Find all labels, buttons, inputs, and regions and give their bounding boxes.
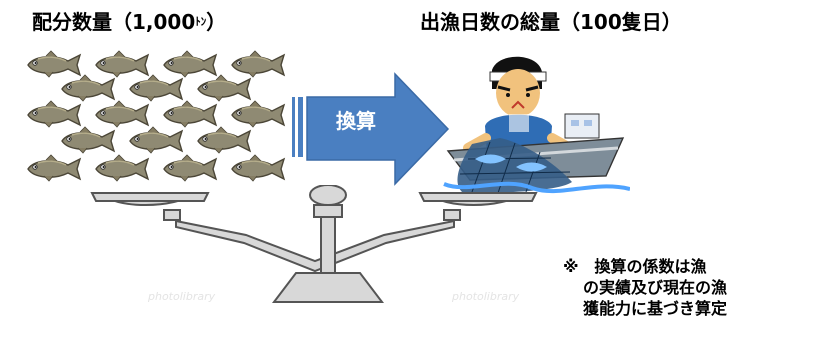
allocation-title-text: 配分数量（1,000 (32, 10, 196, 34)
conversion-label: 換算 (336, 109, 376, 133)
fish-icon (163, 154, 217, 182)
fish-icon (129, 74, 183, 102)
note-text: ※ 換算の係数は漁 の実績及び現在の漁 獲能力に基づき算定 (563, 256, 727, 319)
fish-group (27, 50, 285, 182)
note-line-2: の実績及び現在の漁 (583, 278, 728, 297)
fish-icon (231, 100, 285, 128)
fisherman-icon (463, 56, 575, 154)
fishing-days-title: 出漁日数の総量（100隻日） (420, 10, 682, 34)
watermark-right: photolibrary (452, 290, 520, 303)
allocation-unit: ﾄﾝ (195, 15, 207, 28)
fish-icon (61, 126, 115, 154)
fish-icon (163, 100, 217, 128)
note-line-3: 獲能力に基づき算定 (583, 299, 728, 318)
fish-icon (197, 74, 251, 102)
fish-icon (95, 50, 149, 78)
fish-icon (231, 154, 285, 182)
watermark-left: photolibrary (148, 290, 216, 303)
right-arrow-icon (292, 72, 450, 186)
fisherman-boat-group (443, 56, 630, 194)
fish-icon (27, 50, 81, 78)
fish-icon (231, 50, 285, 78)
fish-icon (129, 126, 183, 154)
fish-icon (27, 154, 81, 182)
fish-icon (163, 50, 217, 78)
fishing-boat-icon (443, 113, 630, 194)
fish-icon (27, 100, 81, 128)
fish-icon (95, 100, 149, 128)
fish-icon (95, 154, 149, 182)
balance-scale-icon (90, 185, 538, 303)
allocation-title-close: ） (206, 10, 227, 34)
fish-icon (61, 74, 115, 102)
note-line-1: ※ 換算の係数は漁 (563, 257, 707, 276)
allocation-title: 配分数量（1,000ﾄﾝ） (32, 12, 226, 32)
fish-icon (197, 126, 251, 154)
